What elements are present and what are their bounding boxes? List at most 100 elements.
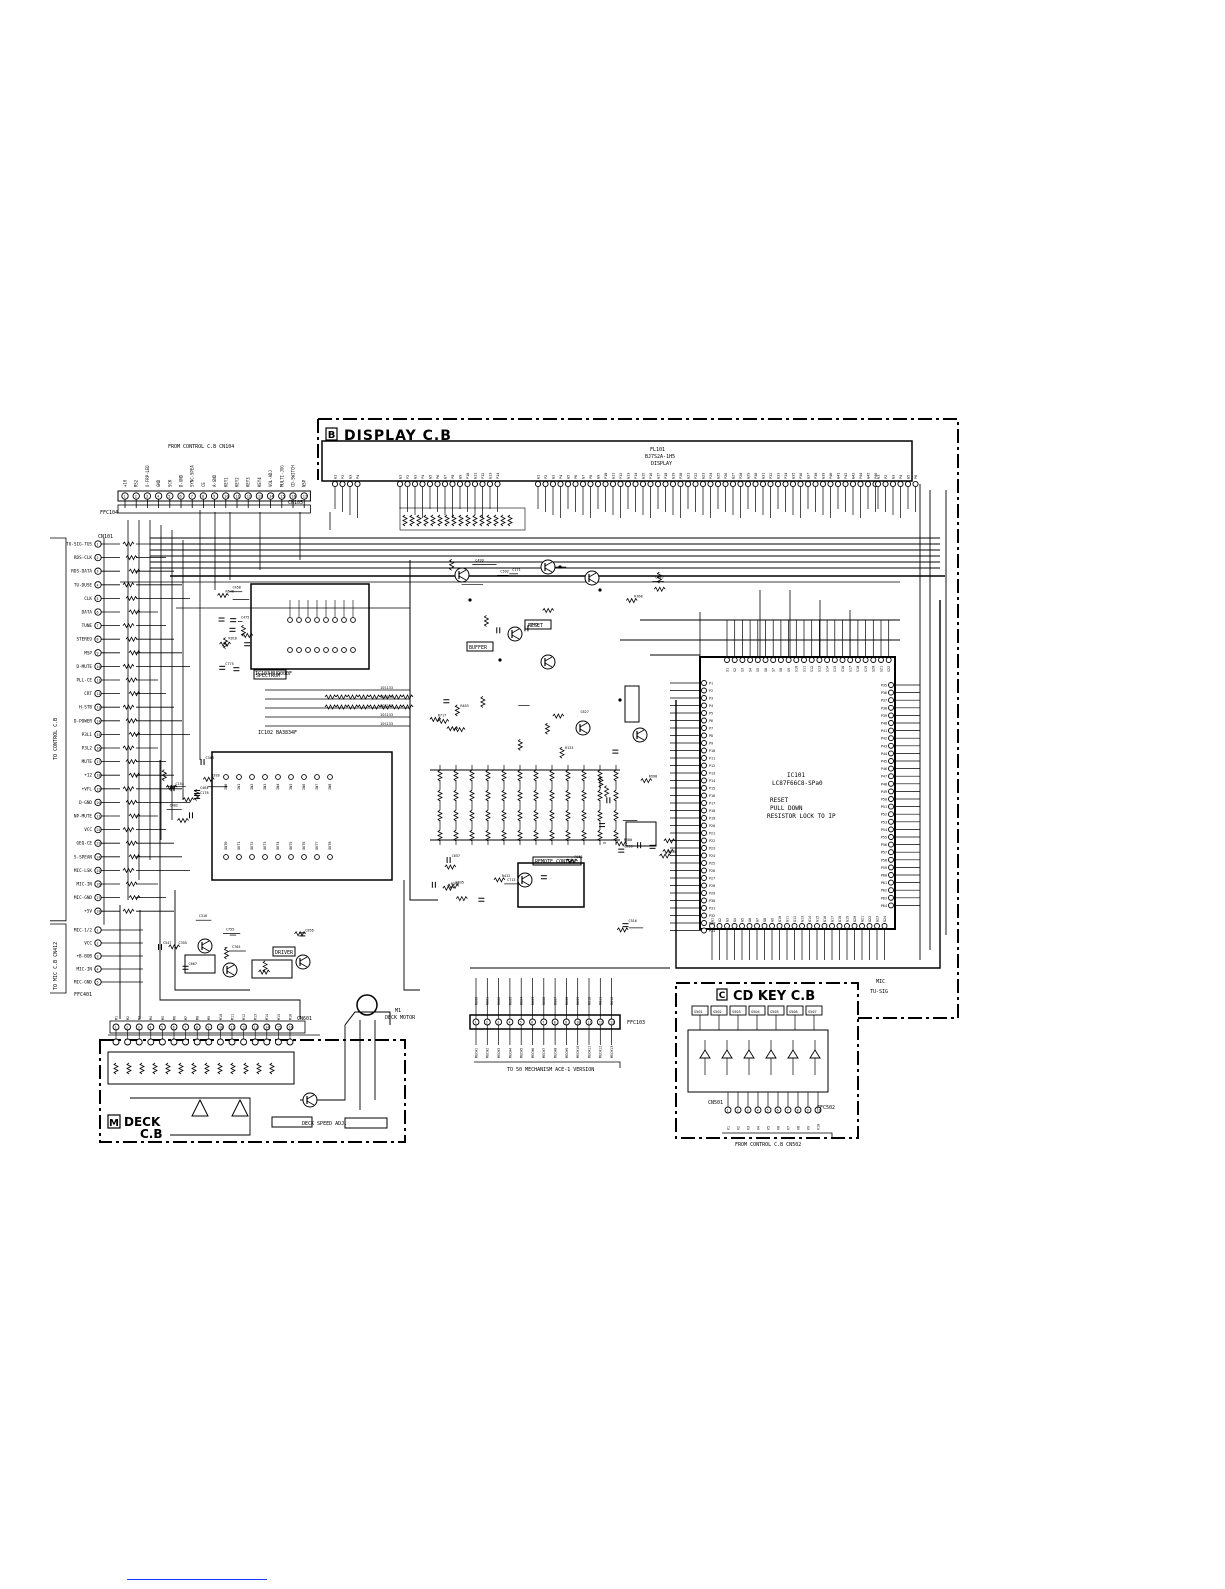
resistor (122, 745, 135, 751)
resistor (125, 717, 138, 724)
pin-label: MECH8 (554, 1048, 558, 1058)
resistor (517, 789, 523, 802)
pin-label: MECH13 (610, 1046, 614, 1058)
component-label: C178 (200, 791, 208, 795)
resistor (390, 704, 403, 710)
mcu-pin-label: P16 (709, 794, 715, 798)
connector-pin (784, 923, 790, 929)
pin-number: 11 (97, 679, 101, 683)
vfd-pin-label: G3 (551, 475, 555, 479)
transistor (540, 654, 556, 670)
wire (579, 722, 588, 728)
connector-pin (332, 647, 338, 653)
connector-pin (647, 480, 654, 488)
ic-pin-label: IN0 (224, 784, 228, 790)
resistor (451, 514, 457, 527)
pin-label: KEY3 (246, 477, 251, 487)
connector-pin (94, 717, 102, 725)
resistor (493, 876, 506, 883)
pin-label: A-GND (212, 474, 217, 487)
mcu-pin-label: S20 (872, 666, 876, 672)
ic102-ref: IC102 (258, 730, 273, 736)
connector-pin (288, 774, 294, 780)
resistor (442, 885, 455, 892)
left-connector-name: CN101 (98, 534, 113, 540)
resistor (559, 746, 565, 759)
vfd-pin-label: P44 (859, 473, 863, 479)
vfd-pin-label: G19 (671, 473, 675, 479)
connector-pin (888, 750, 894, 757)
connector-pin (479, 480, 486, 488)
resistor (501, 809, 507, 822)
connector-pin (746, 923, 753, 929)
connector-pin (170, 1038, 178, 1046)
connector-pin (609, 480, 617, 488)
connector-pin (135, 1038, 143, 1046)
connector-pin (301, 854, 307, 860)
connector-pin (251, 1023, 259, 1031)
resistor (128, 609, 141, 615)
pin-label: MECH2 (486, 1048, 490, 1058)
mcu-pin-label: P33 (709, 922, 715, 926)
resistor (379, 694, 392, 700)
vfd-pin-label: P16 (649, 473, 653, 479)
wire (458, 575, 467, 581)
resistor (125, 758, 138, 765)
resistor (659, 853, 671, 859)
vfd-pin-label: G29 (746, 473, 750, 479)
resistor (444, 514, 450, 527)
resistor (430, 514, 436, 527)
component-label: R604 (520, 997, 524, 1005)
pin-number: 21 (97, 815, 101, 819)
connector-pin (777, 657, 784, 663)
resistor (182, 796, 195, 803)
mcu-pin-label: P40 (881, 722, 887, 726)
pin-number: 9 (807, 1109, 809, 1113)
pin-label: P3L1 (82, 732, 93, 738)
motor-ref: M1 (395, 1008, 401, 1014)
connector-pin (701, 800, 707, 806)
pin-number: 1 (475, 1021, 477, 1025)
diode-label: 1SS133 (380, 695, 393, 699)
pin-number: 4 (757, 1109, 759, 1113)
vfd-pin-label: G5 (428, 475, 432, 479)
resistor (613, 809, 619, 822)
connector-pin (188, 492, 196, 500)
connector-pin (714, 480, 722, 488)
ic103-ref: IC103 (255, 671, 270, 677)
connector-pin (551, 1018, 559, 1026)
vfd-pin-label: P4 (899, 475, 903, 479)
connector-pin (701, 845, 707, 851)
cd-key-board-tag: C (719, 991, 726, 1001)
connector-pin (327, 854, 333, 860)
resistor (447, 883, 459, 890)
connector-pin (724, 923, 730, 929)
resistor (128, 813, 141, 819)
resistor (262, 960, 269, 973)
connector-pin (857, 480, 864, 488)
connector-pin (776, 923, 783, 929)
pin-label: VCC (84, 827, 92, 833)
connector-pin (734, 1106, 742, 1114)
connector-pin (762, 657, 769, 663)
pin-label: M13 (254, 1014, 258, 1020)
connector-pin (177, 492, 185, 500)
resistor (437, 809, 443, 822)
mcu-pin-label: P39 (881, 714, 887, 718)
pin-number: 8 (554, 1021, 556, 1025)
connector-pin (441, 480, 449, 488)
connector-pin (831, 657, 838, 663)
resistor (453, 829, 459, 842)
mcu-pin-label: P34 (709, 929, 715, 933)
mcu-pin-label: G19 (845, 916, 849, 922)
resistor (616, 927, 629, 933)
wire (521, 880, 530, 886)
wire (159, 760, 301, 1019)
resistor (485, 789, 491, 802)
cd-key-switch (805, 1005, 823, 1016)
wire (511, 628, 520, 634)
mcu-pin-label: P4 (709, 704, 713, 708)
component-label: C308 (206, 756, 214, 760)
component-label: C713 (507, 878, 515, 882)
pin-number: 1 (97, 543, 99, 547)
